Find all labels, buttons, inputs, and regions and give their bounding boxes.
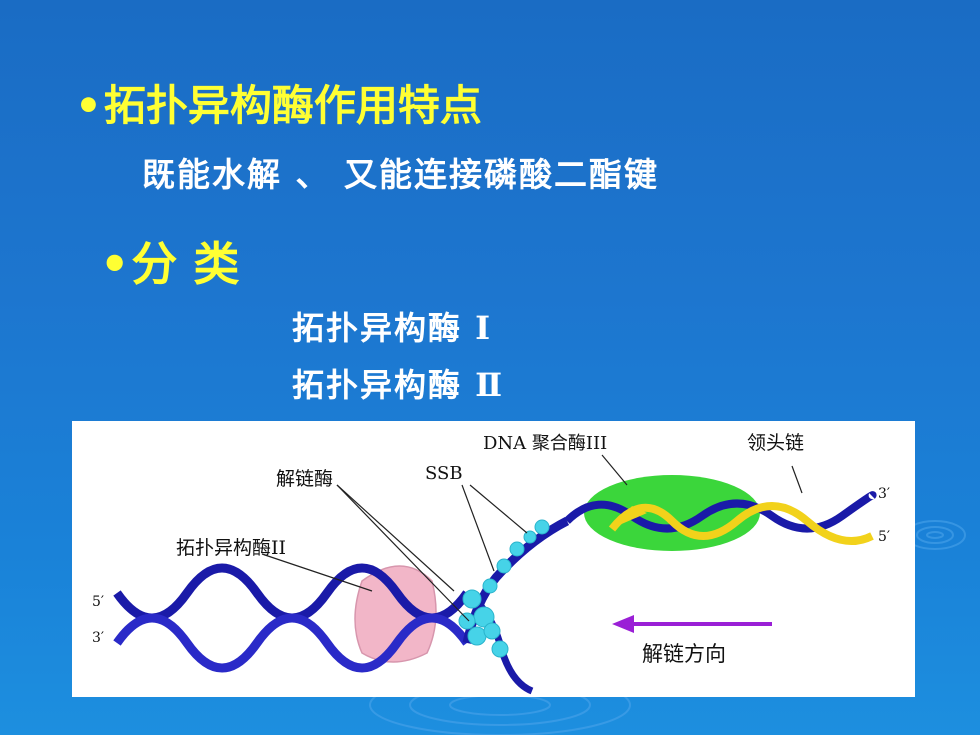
- topoisomerase-ii-shape: [354, 565, 437, 663]
- label-ssb: SSB: [425, 463, 463, 484]
- dna-strand-right-yellow: [608, 502, 874, 545]
- dna-replication-diagram: DNA 聚合酶III 领头链 解链酶 SSB 拓扑异构酶II 3′ 5′ 5′ …: [92, 432, 890, 695]
- synthesis-arrow: [617, 506, 647, 526]
- dna-replication-figure: DNA 聚合酶III 领头链 解链酶 SSB 拓扑异构酶II 3′ 5′ 5′ …: [72, 421, 915, 697]
- label-helicase: 解链酶: [276, 468, 333, 490]
- heading-characteristics: •拓扑异构酶作用特点: [75, 72, 482, 133]
- unwind-direction-arrowhead: [612, 615, 634, 633]
- label-topoisomerase-ii: 拓扑异构酶II: [176, 537, 286, 559]
- dna-strand-left-b: [113, 613, 471, 673]
- topoisomerase-type-2: 拓扑异构酶 Ⅱ: [292, 366, 505, 404]
- label-5prime-left: 5′: [92, 594, 104, 610]
- heading-characteristics-text: 拓扑异构酶作用特点: [103, 81, 482, 130]
- label-leader-lines: [261, 454, 803, 622]
- heading-classification-text: 分 类: [131, 237, 240, 291]
- heading-classification: •分 类: [100, 228, 239, 294]
- label-3prime-left: 3′: [92, 630, 104, 646]
- characteristic-description: 既能水解 、 又能连接磷酸二酯键: [142, 155, 659, 194]
- dna-strand-right-blue: [564, 491, 877, 533]
- label-dna-polymerase: DNA 聚合酶III: [483, 433, 607, 454]
- dna-polymerase-shape: [584, 475, 760, 551]
- label-3prime-top: 3′: [878, 486, 890, 502]
- label-unwind-direction: 解链方向: [642, 642, 726, 666]
- ssb-proteins: [458, 519, 550, 658]
- bullet-icon: •: [100, 237, 130, 291]
- label-leading-strand: 领头链: [747, 432, 804, 454]
- label-5prime-right: 5′: [878, 529, 890, 545]
- topoisomerase-type-1: 拓扑异构酶 Ⅰ: [292, 309, 493, 347]
- bullet-icon: •: [75, 81, 102, 130]
